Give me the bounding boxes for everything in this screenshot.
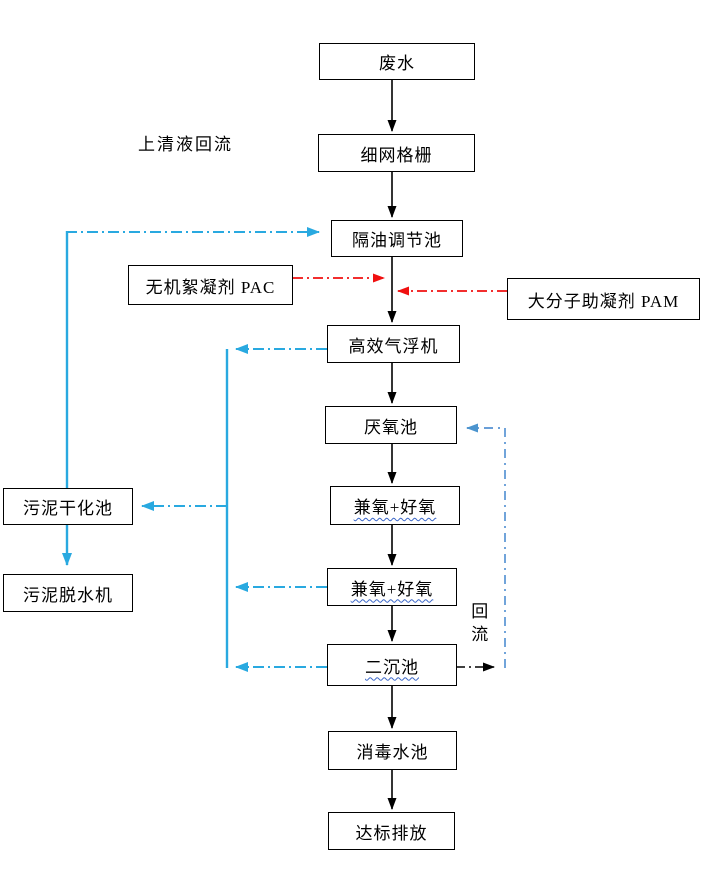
- node-secondary-sedimentation: 二沉池: [327, 644, 457, 686]
- node-oil-separation-tank: 隔油调节池: [331, 220, 463, 257]
- node-discharge-label: 达标排放: [355, 823, 428, 843]
- label-reflux: 回流: [471, 602, 489, 644]
- node-facultative-aerobic-2-label: 兼氧+好氧: [350, 579, 434, 599]
- node-sludge-drying-tank-label: 污泥干化池: [23, 499, 113, 518]
- node-disinfection-tank: 消毒水池: [328, 731, 457, 770]
- node-sludge-drying-tank: 污泥干化池: [3, 488, 133, 525]
- node-anaerobic-tank: 厌氧池: [325, 406, 457, 444]
- node-disinfection-tank-label: 消毒水池: [356, 743, 429, 762]
- node-wastewater-label: 废水: [379, 54, 415, 73]
- node-pam-label: 大分子助凝剂 PAM: [527, 291, 680, 311]
- node-facultative-aerobic-1-label: 兼氧+好氧: [353, 498, 437, 517]
- node-discharge: 达标排放: [328, 812, 455, 850]
- node-pam: 大分子助凝剂 PAM: [507, 278, 700, 320]
- node-secondary-sedimentation-label: 二沉池: [365, 657, 419, 677]
- node-pac: 无机絮凝剂 PAC: [128, 265, 293, 305]
- node-facultative-aerobic-2: 兼氧+好氧: [327, 568, 457, 606]
- node-sludge-dewatering-label: 污泥脱水机: [23, 585, 113, 605]
- node-fine-mesh-screen-label: 细网格栅: [360, 145, 433, 165]
- node-facultative-aerobic-1: 兼氧+好氧: [330, 486, 460, 525]
- node-air-flotation: 高效气浮机: [327, 325, 460, 363]
- node-oil-separation-tank-label: 隔油调节池: [352, 231, 442, 250]
- label-supernatant-reflux: 上清液回流: [138, 135, 233, 154]
- node-wastewater: 废水: [319, 43, 475, 80]
- node-fine-mesh-screen: 细网格栅: [318, 134, 475, 172]
- node-sludge-dewatering: 污泥脱水机: [3, 574, 133, 612]
- node-pac-label: 无机絮凝剂 PAC: [145, 277, 276, 297]
- arrow-reflux-to-anaerobic: [466, 423, 506, 668]
- node-anaerobic-tank-label: 厌氧池: [364, 417, 418, 437]
- node-air-flotation-label: 高效气浮机: [348, 336, 439, 356]
